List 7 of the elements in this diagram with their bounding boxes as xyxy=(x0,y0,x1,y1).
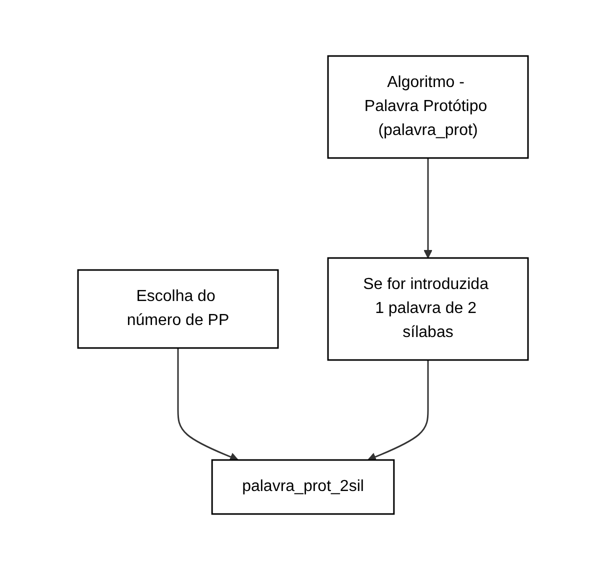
node-box: Algoritmo - Palavra Protótipo (palavra_prot) xyxy=(327,54,529,158)
node-box: Escolha do número de PP xyxy=(77,268,279,348)
arrow xyxy=(424,158,432,258)
node-box: palavra_prot_2sil xyxy=(211,458,395,514)
arrow xyxy=(368,360,429,461)
node-box: Se for introduzida 1 palavra de 2 sílabas xyxy=(327,256,529,360)
arrow xyxy=(177,348,238,461)
